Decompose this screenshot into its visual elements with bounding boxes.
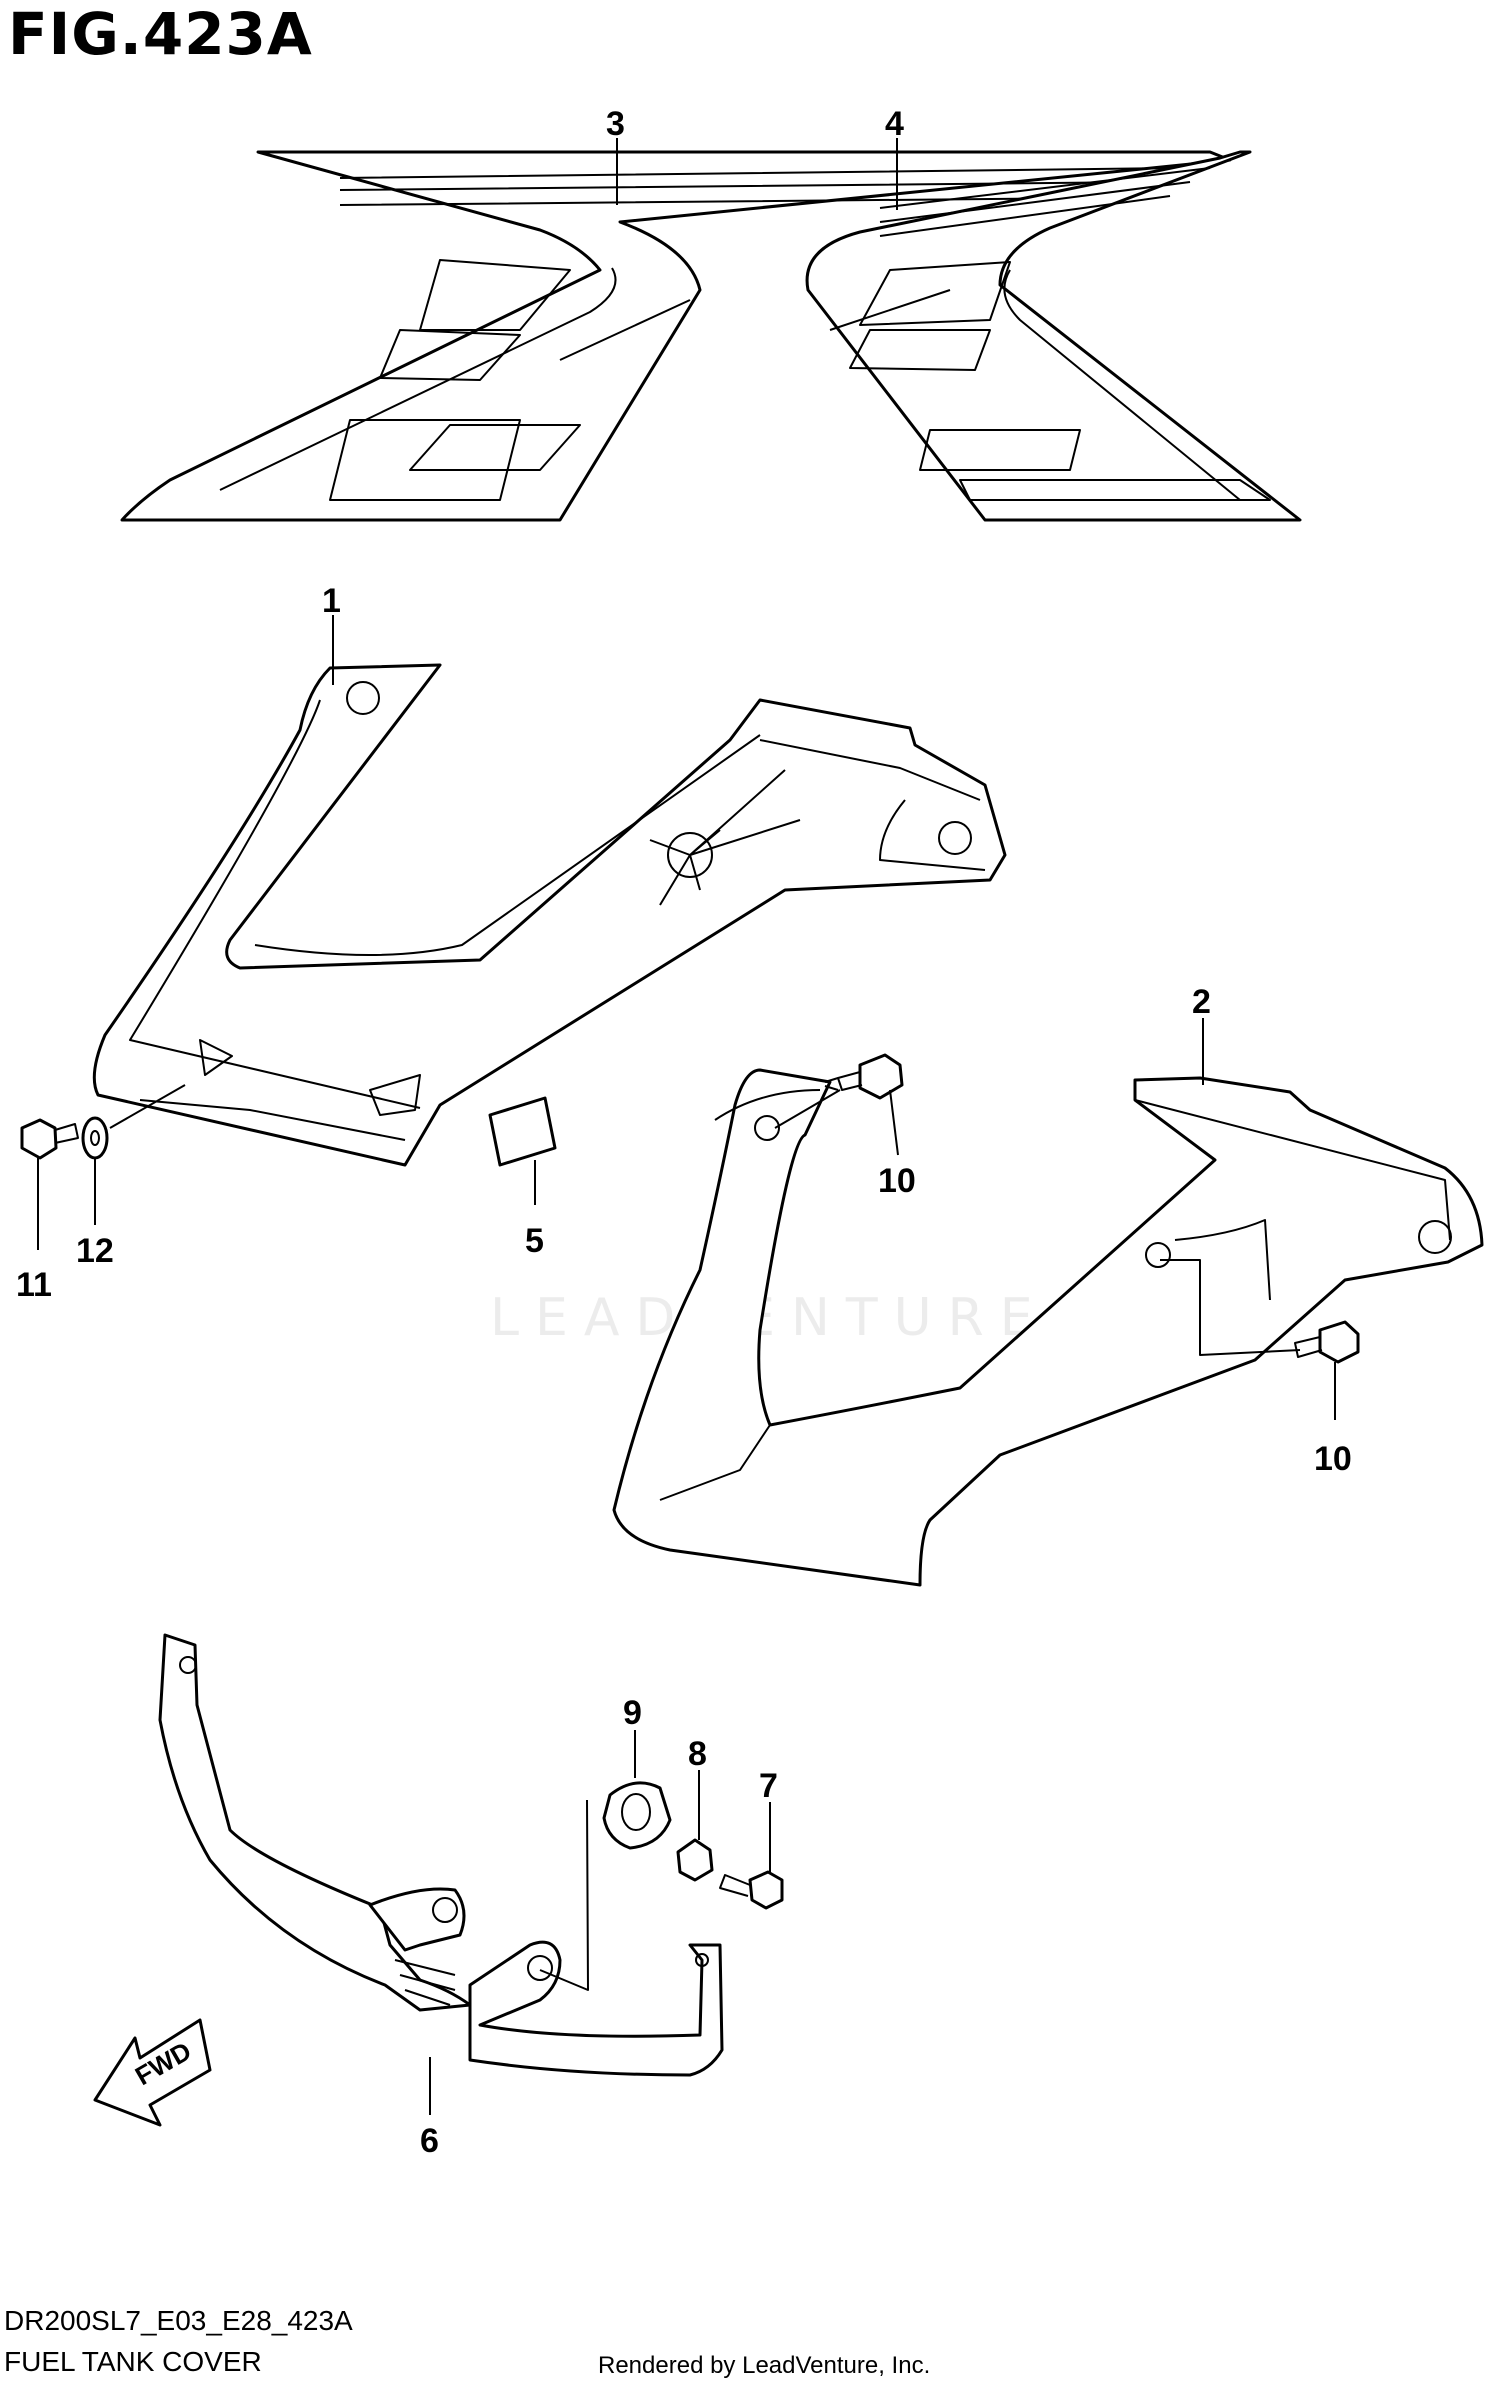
forward-direction-arrow: FWD <box>93 2018 212 2127</box>
callout-5: 5 <box>525 1222 544 1260</box>
part-10-bolt-lower <box>1294 1320 1360 1364</box>
part-9-grommet <box>602 1781 672 1850</box>
callout-4: 4 <box>885 105 904 143</box>
part-6-bracket <box>158 1633 724 2077</box>
callout-numbers: 3 4 1 2 5 10 10 11 12 9 8 7 6 <box>16 105 1352 2160</box>
leader-lines <box>37 138 1336 2115</box>
callout-10-lower: 10 <box>1314 1440 1352 1478</box>
callout-1: 1 <box>322 582 341 620</box>
part-4-right-emblem <box>805 150 1302 522</box>
callout-9: 9 <box>623 1694 642 1732</box>
callout-8: 8 <box>688 1735 707 1773</box>
part-11-screw <box>20 1118 79 1160</box>
figure-title: FIG.423A <box>8 0 313 68</box>
model-code: DR200SL7_E03_E28_423A <box>4 2305 353 2336</box>
part-3-left-emblem <box>120 150 1232 522</box>
callout-11: 11 <box>16 1266 52 1304</box>
callout-10-upper: 10 <box>878 1162 916 1200</box>
part-1-left-cover <box>92 663 1007 1167</box>
part-10-bolt-upper <box>824 1053 904 1100</box>
callout-3: 3 <box>606 105 625 143</box>
part-8-collar <box>676 1838 714 1882</box>
callout-12: 12 <box>76 1232 114 1270</box>
callout-7: 7 <box>759 1767 778 1805</box>
part-12-washer <box>81 1116 109 1160</box>
part-5-cushion-pad <box>488 1096 557 1167</box>
callout-2: 2 <box>1192 983 1211 1021</box>
part-2-right-cover <box>612 1068 1484 1587</box>
part-7-bolt <box>719 1870 784 1910</box>
section-name: FUEL TANK COVER <box>4 2346 262 2377</box>
rendered-by-credit: Rendered by LeadVenture, Inc. <box>598 2352 931 2379</box>
callout-6: 6 <box>420 2122 439 2160</box>
